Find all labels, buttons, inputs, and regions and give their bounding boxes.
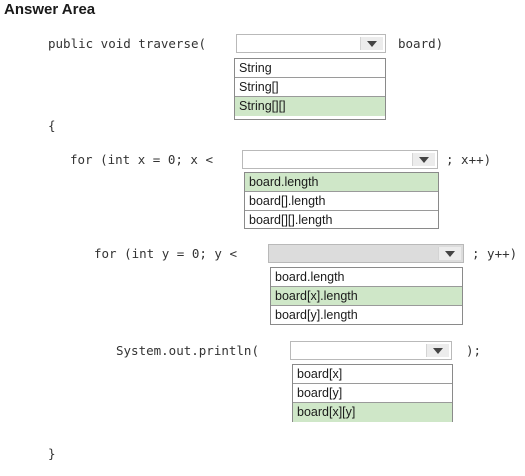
option-item-selected[interactable]: board[x].length <box>271 287 462 306</box>
option-item[interactable]: board[y].length <box>275 308 358 322</box>
dropdown-print-arg[interactable] <box>290 341 452 360</box>
option-item[interactable]: String[] <box>235 78 385 97</box>
code-line-inner-loop-suffix: ; y++) <box>472 246 518 261</box>
code-line-method-suffix: board) <box>398 36 444 51</box>
code-line-outer-loop: for (int x = 0; x < <box>70 152 213 167</box>
dropdown-inner-bound-options: board.length board[x].length board[y].le… <box>270 267 463 325</box>
chevron-down-icon[interactable] <box>426 344 449 357</box>
open-brace: { <box>48 118 56 133</box>
code-line-inner-loop: for (int y = 0; y < <box>94 246 237 261</box>
answer-area-title: Answer Area <box>4 1 96 18</box>
code-line-outer-loop-suffix: ; x++) <box>446 152 492 167</box>
code-line-println: System.out.println( <box>116 343 259 358</box>
option-item[interactable]: board[x] <box>293 365 452 384</box>
option-item[interactable]: board[].length <box>245 192 438 211</box>
option-item-selected[interactable]: board[x][y] <box>293 403 452 422</box>
dropdown-param-type-options: String String[] String[][] <box>234 58 386 120</box>
chevron-down-icon[interactable] <box>412 153 435 166</box>
code-line-println-suffix: ); <box>466 343 482 358</box>
option-item[interactable]: String <box>235 59 385 78</box>
option-item[interactable]: board[y] <box>293 384 452 403</box>
option-item[interactable]: board.length <box>271 268 462 287</box>
dropdown-inner-bound[interactable] <box>268 244 464 263</box>
dropdown-param-type[interactable] <box>236 34 386 53</box>
option-item[interactable]: board[][].length <box>249 213 333 227</box>
close-brace: } <box>48 446 56 461</box>
chevron-down-icon[interactable] <box>360 37 383 50</box>
code-line-method-signature: public void traverse( <box>48 36 207 51</box>
dropdown-outer-bound[interactable] <box>242 150 438 169</box>
chevron-down-icon[interactable] <box>438 247 461 260</box>
dropdown-print-arg-options: board[x] board[y] board[x][y] <box>292 364 453 422</box>
option-item-selected[interactable]: board.length <box>245 173 438 192</box>
option-item-selected[interactable]: String[][] <box>235 97 385 116</box>
dropdown-outer-bound-options: board.length board[].length board[][].le… <box>244 172 439 229</box>
